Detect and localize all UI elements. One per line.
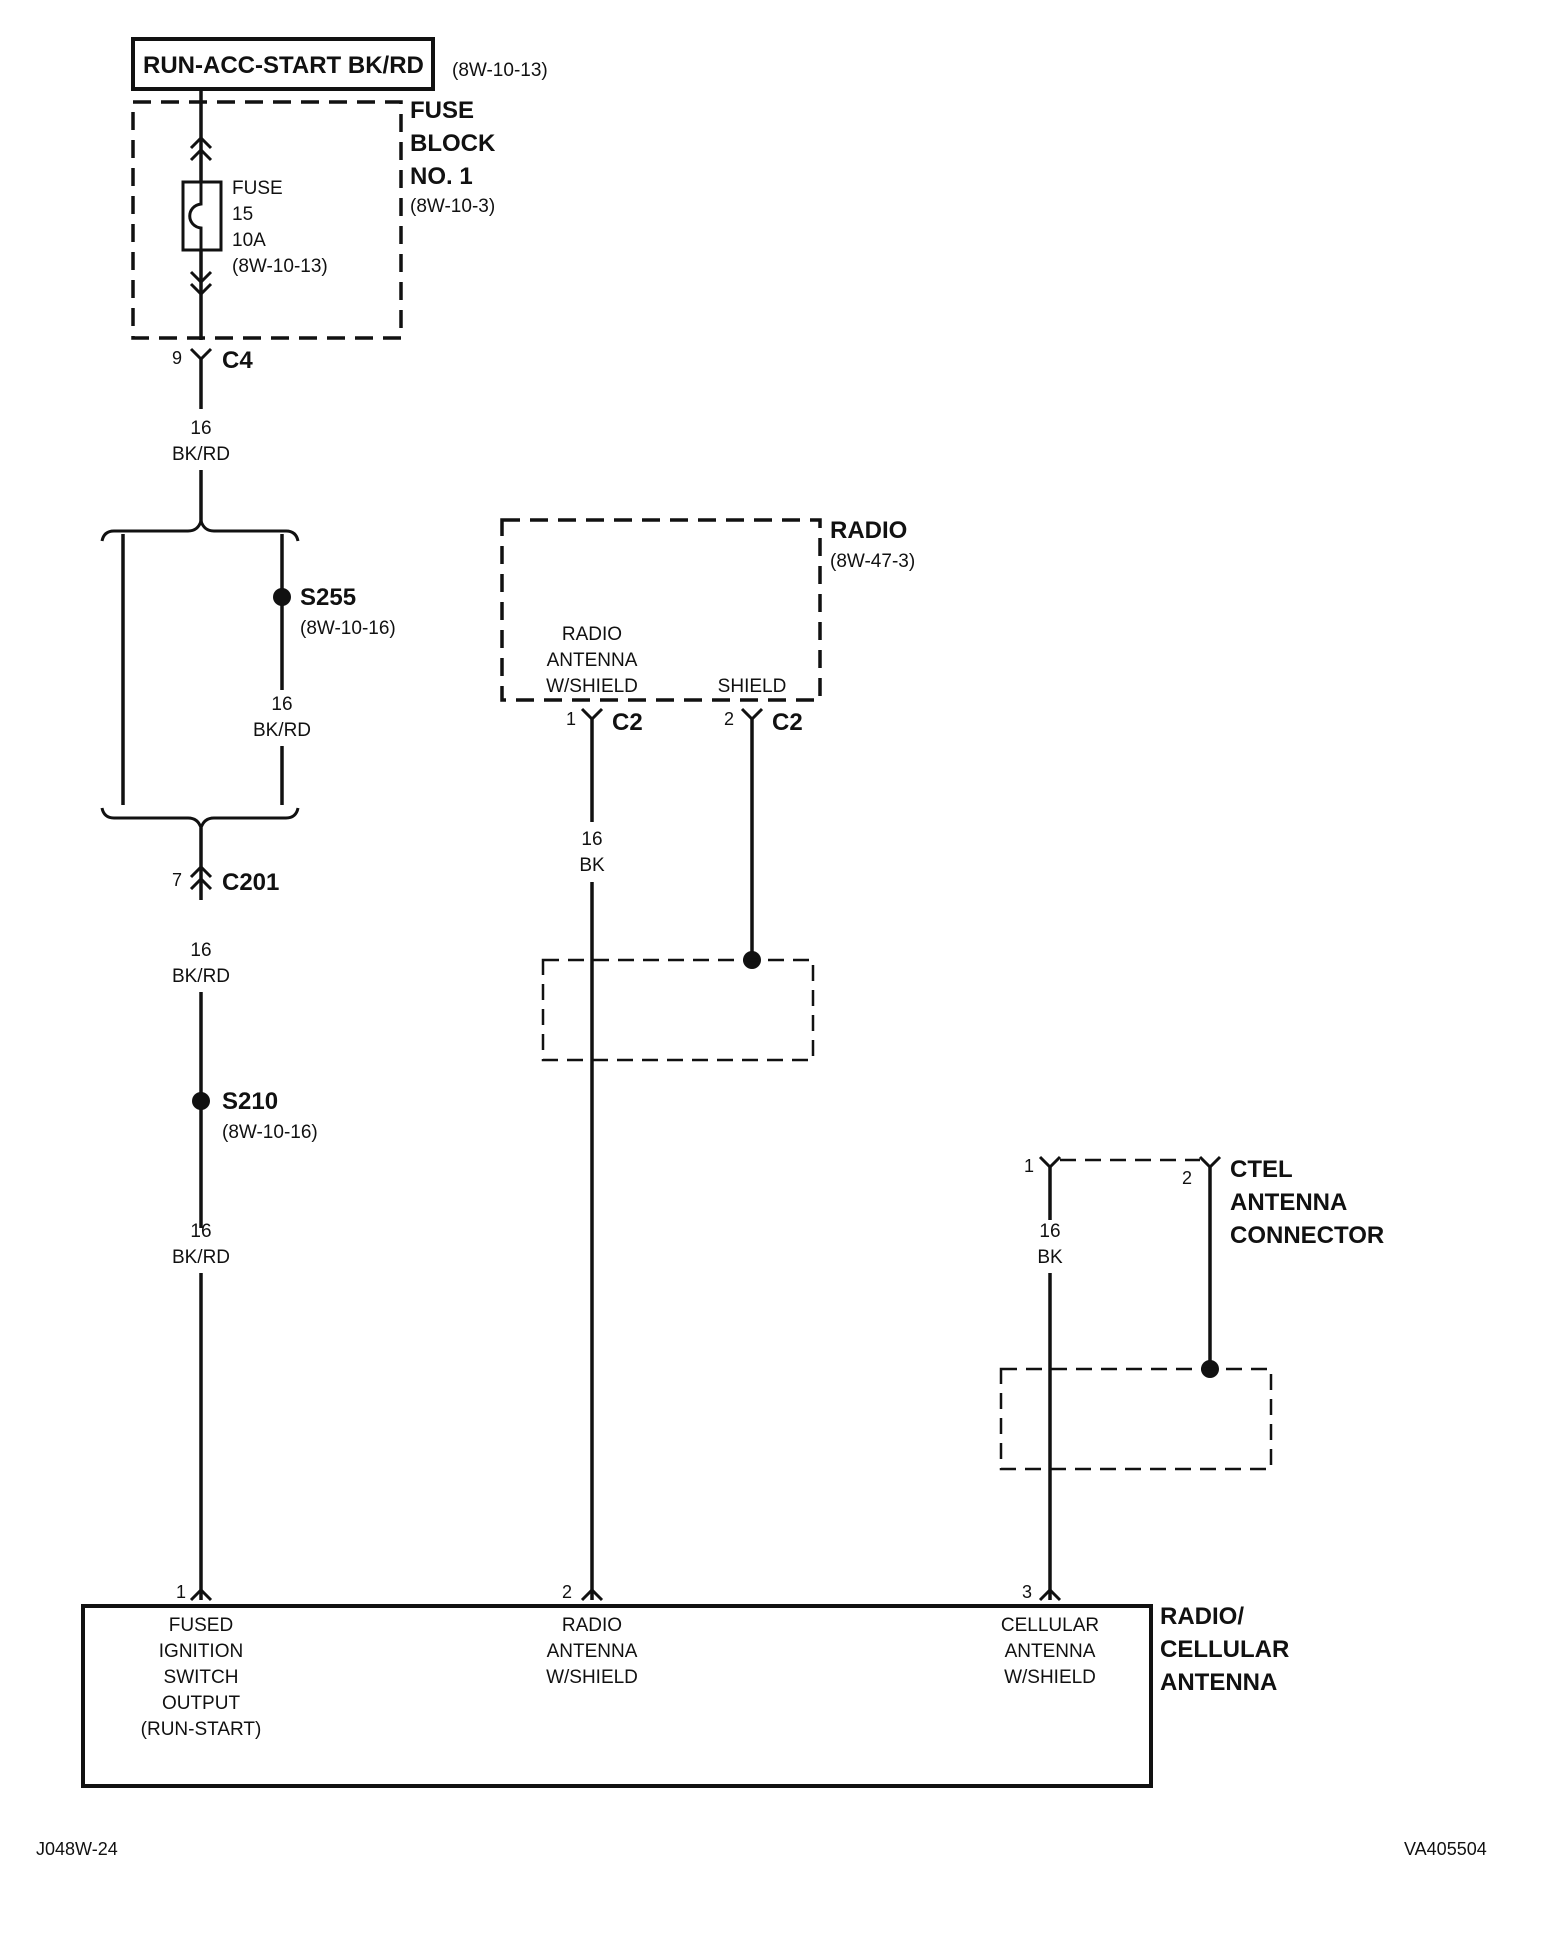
radio-title: RADIO <box>830 517 907 544</box>
power-source-box <box>131 37 435 91</box>
wire-a-gauge: 16 <box>190 418 211 439</box>
c2-pin1-label: C2 <box>612 709 643 736</box>
c201-label: C201 <box>222 869 279 896</box>
s210-ref: (8W-10-16) <box>222 1122 318 1143</box>
c2-pin2-num: 2 <box>724 709 734 729</box>
module-pin1-num: 1 <box>176 1582 186 1602</box>
antenna-module-title-3: ANTENNA <box>1160 1669 1277 1696</box>
c2-pin1-connector <box>580 707 604 722</box>
wire-cell-color: BK <box>1037 1247 1063 1268</box>
s255-label: S255 <box>300 584 356 611</box>
ctel-pin2-num: 2 <box>1182 1168 1192 1188</box>
fuse-block-title-3: NO. 1 <box>410 163 473 190</box>
footer-right-code: VA405504 <box>1404 1839 1487 1859</box>
module-pin1-connector <box>189 1587 213 1602</box>
splice-upper-bracket <box>100 515 300 542</box>
wire-d-gauge: 16 <box>190 1221 211 1242</box>
module-pin2-connector <box>580 1587 604 1602</box>
power-source-ref: (8W-10-13) <box>452 60 548 81</box>
radio-pin1-line2: ANTENNA <box>547 650 638 671</box>
fuse-label-2: 15 <box>232 204 253 225</box>
fuse-upper-connector-2 <box>189 147 213 162</box>
ctel-title-2: ANTENNA <box>1230 1189 1347 1216</box>
module-pin3-line3: W/SHIELD <box>1004 1667 1096 1688</box>
ctel-title-3: CONNECTOR <box>1230 1222 1384 1249</box>
antenna-module-title-2: CELLULAR <box>1160 1636 1289 1663</box>
antenna-module-title-1: RADIO/ <box>1160 1603 1244 1630</box>
wire-c-gauge: 16 <box>190 940 211 961</box>
fuse-block-title-2: BLOCK <box>410 130 496 157</box>
fuse-lower-connector-2 <box>189 282 213 297</box>
ctel-shield-box <box>999 1367 1273 1471</box>
wire-b-color: BK/RD <box>253 720 311 741</box>
module-pin1-line3: SWITCH <box>164 1667 239 1688</box>
fuse-element <box>188 182 203 250</box>
wire-cell-gauge: 16 <box>1039 1221 1060 1242</box>
wire-b-gauge: 16 <box>271 694 292 715</box>
module-pin2-line1: RADIO <box>562 1615 622 1636</box>
module-pin3-line1: CELLULAR <box>1001 1615 1099 1636</box>
c2-pin1-num: 1 <box>566 709 576 729</box>
c4-label: C4 <box>222 347 253 374</box>
wire-d-color: BK/RD <box>172 1247 230 1268</box>
radio-pin1-line3: W/SHIELD <box>546 676 638 697</box>
module-pin1-line1: FUSED <box>169 1615 233 1636</box>
module-pin2-line3: W/SHIELD <box>546 1667 638 1688</box>
wire-radio-gauge: 16 <box>581 829 602 850</box>
module-pin1-line2: IGNITION <box>159 1641 243 1662</box>
fuse-lower-connector <box>189 270 213 285</box>
fuse-upper-connector <box>189 135 213 150</box>
module-pin2-num: 2 <box>562 1582 572 1602</box>
fuse-label-4: (8W-10-13) <box>232 256 328 277</box>
fuse-label-3: 10A <box>232 230 266 251</box>
fuse-block-outline <box>131 100 403 340</box>
c4-connector <box>189 347 213 362</box>
module-pin3-num: 3 <box>1022 1582 1032 1602</box>
s255-ref: (8W-10-16) <box>300 618 396 639</box>
fuse-block-title-1: FUSE <box>410 97 474 124</box>
module-pin3-line2: ANTENNA <box>1005 1641 1096 1662</box>
module-pin1-line4: OUTPUT <box>162 1693 241 1714</box>
radio-shield-box <box>541 958 815 1062</box>
s255-splice-dot <box>273 588 291 606</box>
radio-ref: (8W-47-3) <box>830 551 915 572</box>
module-pin2-line2: ANTENNA <box>547 1641 638 1662</box>
footer-left-code: J048W-24 <box>36 1839 118 1859</box>
ctel-pin1-connector <box>1038 1155 1062 1170</box>
radio-outline <box>500 518 822 702</box>
splice-lower-bracket <box>100 807 300 834</box>
c201-pin: 7 <box>172 870 182 890</box>
antenna-module-box <box>81 1604 1153 1788</box>
module-pin3-connector <box>1038 1587 1062 1602</box>
radio-pin2-label: SHIELD <box>718 676 787 697</box>
s210-splice-dot <box>192 1092 210 1110</box>
s210-label: S210 <box>222 1088 278 1115</box>
wire-a-color: BK/RD <box>172 444 230 465</box>
c2-pin2-connector <box>740 707 764 722</box>
radio-pin1-line1: RADIO <box>562 624 622 645</box>
module-pin1-line5: (RUN-START) <box>141 1719 262 1740</box>
c201-connector-2 <box>189 876 213 891</box>
c2-pin2-label: C2 <box>772 709 803 736</box>
fuse-block-ref: (8W-10-3) <box>410 196 495 217</box>
fuse-label-1: FUSE <box>232 178 283 199</box>
ctel-pin2-connector <box>1198 1155 1222 1170</box>
wire-c-color: BK/RD <box>172 966 230 987</box>
ctel-pin1-num: 1 <box>1024 1156 1034 1176</box>
c201-connector <box>189 864 213 879</box>
wire-radio-color: BK <box>579 855 605 876</box>
c4-pin: 9 <box>172 348 182 368</box>
power-source-label: RUN-ACC-START BK/RD <box>143 52 424 79</box>
ctel-title-1: CTEL <box>1230 1156 1293 1183</box>
